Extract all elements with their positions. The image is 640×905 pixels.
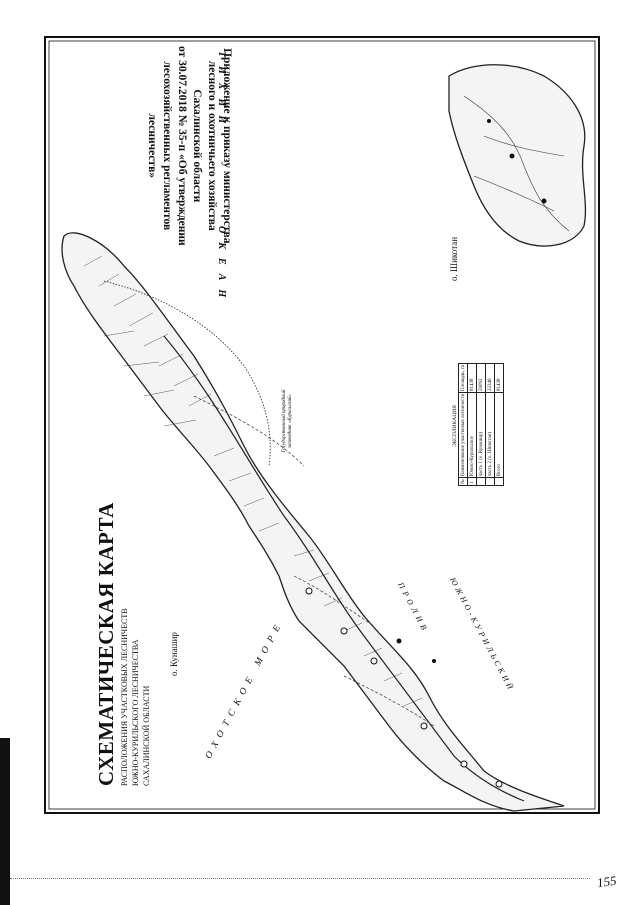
map-title: СХЕМАТИЧЕСКАЯ КАРТА [94, 502, 118, 786]
page-number: 155 [595, 872, 618, 891]
legend-table: ЭКСПЛИКАЦИЯ № Наименование участковых ле… [452, 363, 504, 486]
legend-cell: Южно-Курильское [467, 392, 477, 478]
legend-cell: часть 2 (о. Шикотан) [485, 392, 495, 478]
island-label-kunashir: о. Кунашир [169, 632, 179, 676]
map-frame [44, 36, 600, 814]
legend-header-cell: Наименование участковых лесничеств [458, 392, 468, 478]
relief-hatching [83, 255, 423, 707]
legend-cell: 22346 [485, 363, 495, 393]
legend-header-cell: Площадь, га [458, 363, 468, 393]
reserve-boundary [103, 280, 271, 467]
reserve-label: Государственный природный заповедник «Ку… [282, 389, 293, 453]
settlements [305, 587, 503, 788]
legend-cell: 81438 [467, 363, 477, 393]
shikotan-settlements [487, 119, 547, 204]
legend-grid: № Наименование участковых лесничеств Пло… [458, 363, 504, 486]
legend-cell [476, 477, 486, 486]
map-subtitle-1: расположения участковых лесничеств [120, 608, 129, 786]
map-drawing [44, 36, 600, 814]
kunashir-island [61, 232, 565, 812]
forest-district-boundaries [193, 395, 435, 727]
appendix-line-4: от 30.07.2018 № 35-п «Об утверждении [176, 46, 188, 246]
legend-row: 1 Южно-Курильское 81438 [467, 363, 477, 486]
map-title-block: СХЕМАТИЧЕСКАЯ КАРТА расположения участко… [94, 502, 152, 786]
legend-cell: Всего [494, 392, 504, 478]
legend-cell [494, 477, 504, 486]
shikotan-roads [463, 95, 570, 232]
legend-header-cell: № [458, 477, 468, 486]
legend-cell: 59092 [476, 363, 486, 393]
appendix-line-6: лесничеств» [146, 113, 158, 179]
legend-cell: часть 1 (о. Кунашир) [476, 392, 486, 478]
legend-header-row: № Наименование участковых лесничеств Пло… [458, 363, 468, 486]
legend-row: Всего 81438 [494, 363, 504, 486]
legend-cell: 1 [467, 477, 477, 486]
scan-edge-shadow [0, 738, 10, 905]
page-footer-line [10, 878, 590, 879]
legend-row: часть 1 (о. Кунашир) 59092 [476, 363, 486, 486]
ocean-label-1: ТИХИЙ [216, 51, 227, 133]
shikotan-island [448, 64, 587, 247]
peak-markers [396, 638, 436, 663]
appendix-line-5: лесохозяйственных регламентов [161, 61, 173, 231]
appendix-line-3: Сахалинской области [191, 89, 203, 203]
legend-row: часть 2 (о. Шикотан) 22346 [485, 363, 495, 486]
map-sheet: СХЕМАТИЧЕСКАЯ КАРТА расположения участко… [44, 36, 600, 814]
island-label-shikotan: о. Шикотан [449, 236, 459, 281]
legend-cell: 81438 [494, 363, 504, 393]
map-frame-inner [48, 40, 596, 810]
map-subtitle-2: Южно-Курильского лесничества [131, 639, 140, 786]
legend-cell [485, 477, 495, 486]
map-subtitle-3: Сахалинской области [142, 685, 151, 786]
ocean-label-2: ОКЕАН [216, 226, 227, 307]
